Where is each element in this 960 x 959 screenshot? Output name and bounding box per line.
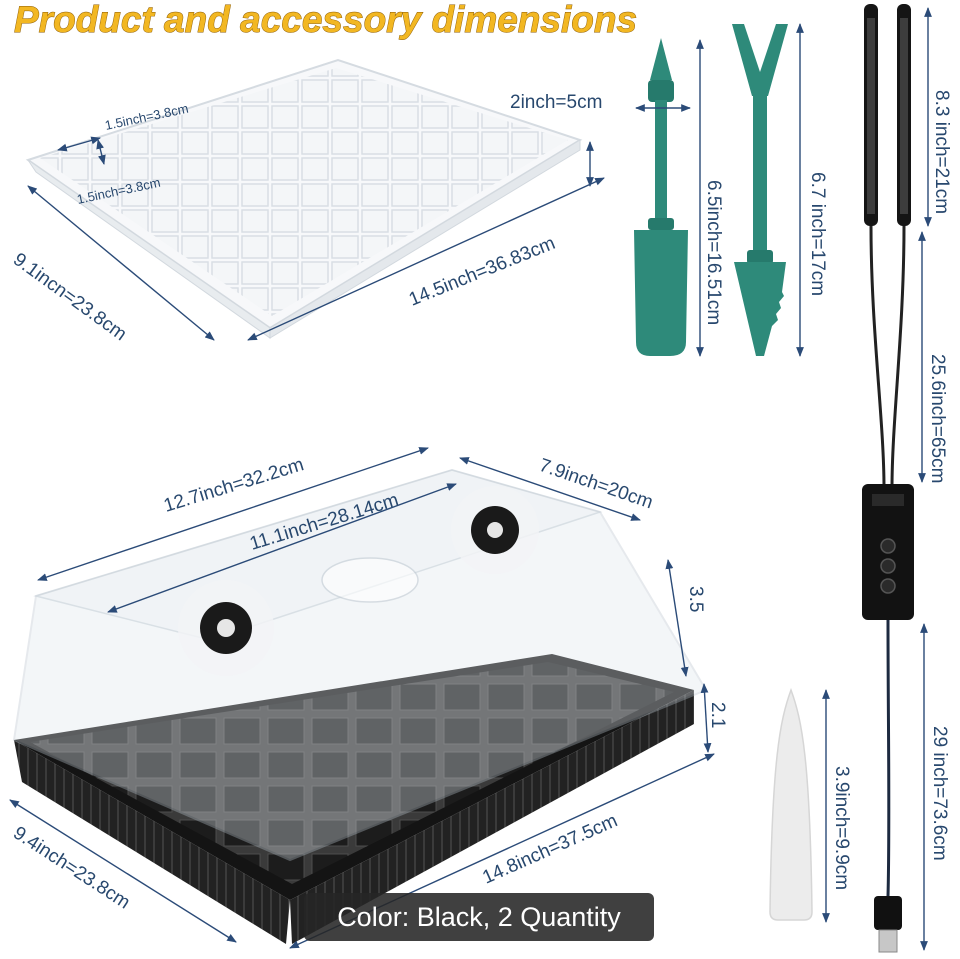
fork-tool-illustration <box>732 24 788 356</box>
spoon-width-label: 2inch=5cm <box>510 92 602 113</box>
plant-label-illustration <box>769 687 813 921</box>
fork-length-label: 6.7 inch=17cm <box>807 172 828 296</box>
insert-tray-width-label: 9.1incn=23.8cm <box>9 249 130 345</box>
page-title: Product and accessory dimensions <box>14 0 637 40</box>
plant-label-length-label: 3.9inch=9.9cm <box>831 766 852 890</box>
tray-height-label: 2.1 <box>707 702 728 728</box>
spoon-tool-illustration <box>634 38 688 356</box>
cable-usb-length-label: 29 inch=73.6cm <box>929 726 950 861</box>
cable-controller-length-label: 25.6inch=65cm <box>927 354 948 483</box>
grow-light-illustration <box>862 4 914 953</box>
light-length-label: 8.3 inch=21cm <box>931 90 952 214</box>
dome-height-label: 3.5 <box>685 586 706 612</box>
dome-tray-illustration <box>12 468 708 944</box>
insert-tray-length-label: 14.5inch=36.83cm <box>406 233 558 311</box>
dome-top-length-label: 12.7inch=32.2cm <box>161 454 306 517</box>
spoon-length-label: 6.5inch=16.51cm <box>703 180 724 325</box>
color-quantity-caption: Color: Black, 2 Quantity <box>304 893 654 941</box>
